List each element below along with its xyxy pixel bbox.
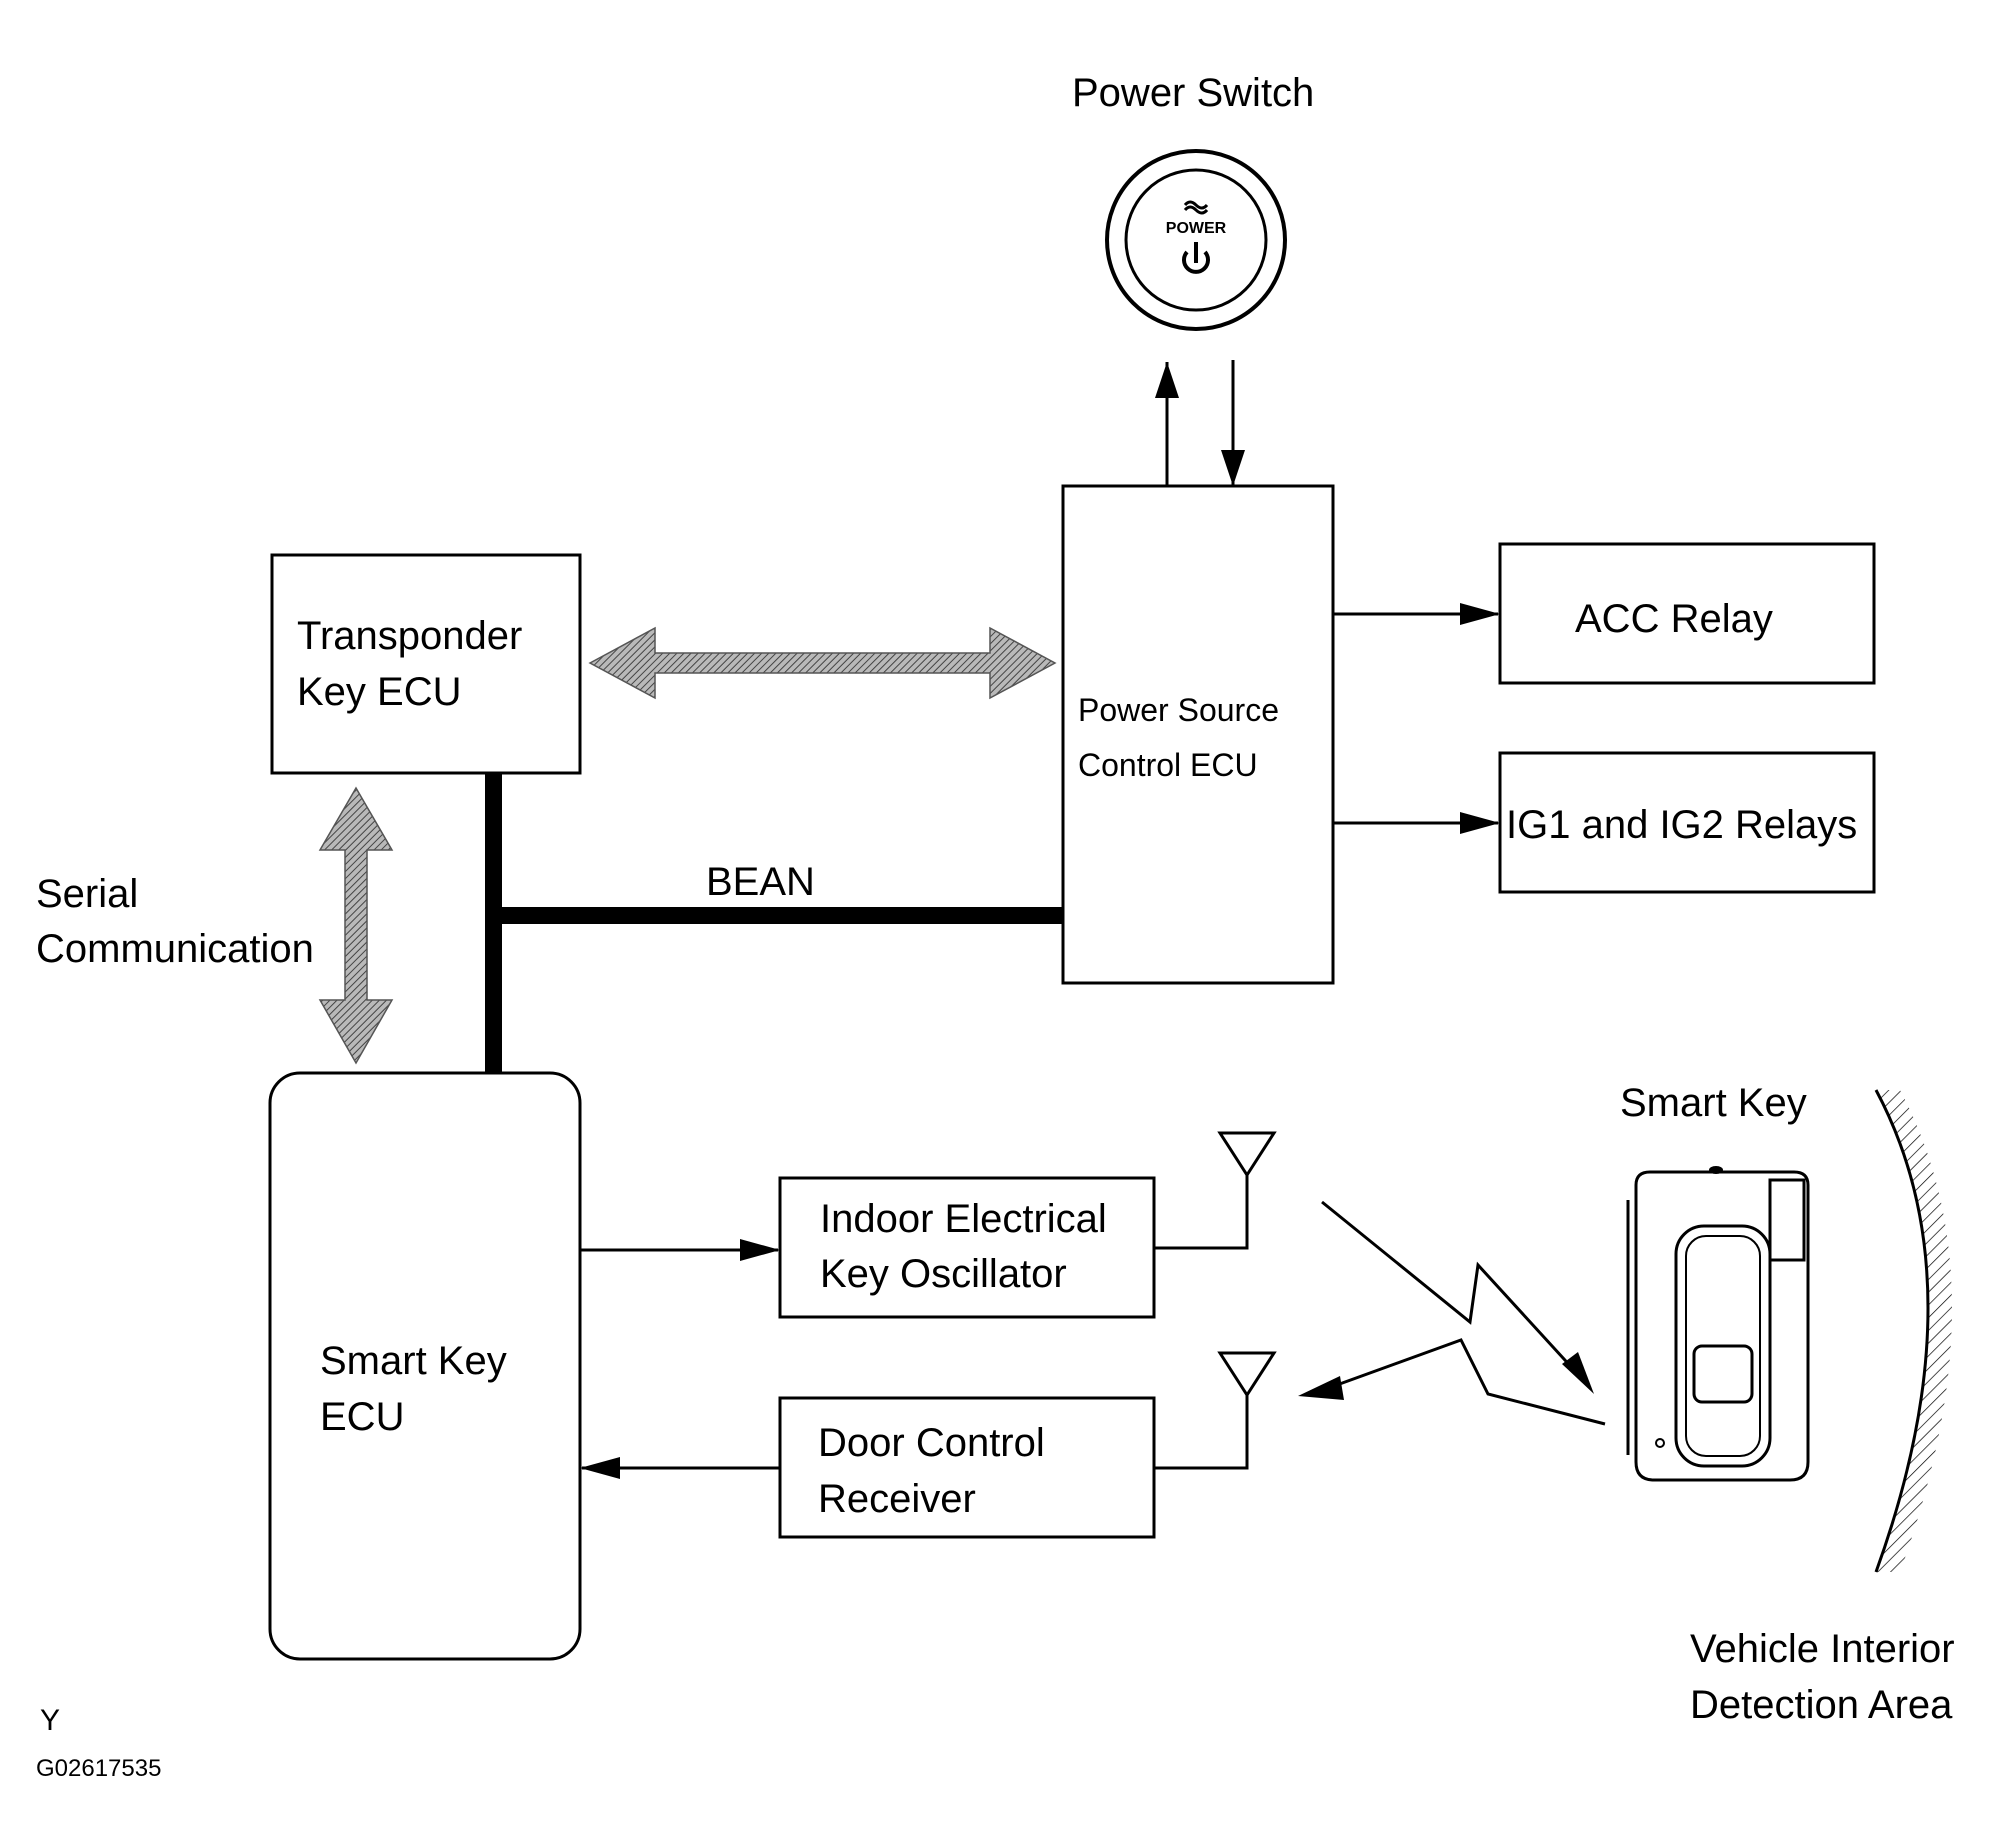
key-fob-icon — [1626, 1166, 1810, 1482]
smart-key-ecu-label-2: ECU — [320, 1395, 404, 1439]
antenna-icon — [1154, 1131, 1277, 1250]
smart-key-ecu-label-1: Smart Key — [320, 1339, 507, 1383]
bean-label: BEAN — [706, 860, 815, 904]
lightning-bolt-icon — [1298, 1338, 1606, 1426]
lightning-bolt-icon — [1321, 1200, 1594, 1394]
serial-communication-label-2: Communication — [36, 927, 314, 971]
acc-relay-box — [1498, 542, 1876, 685]
smart-key-label: Smart Key — [1620, 1081, 1807, 1125]
power-symbol-icon — [1182, 200, 1210, 274]
power-switch-button — [1105, 149, 1287, 331]
door-control-receiver-label-2: Receiver — [818, 1477, 976, 1521]
indoor-oscillator-box — [778, 1176, 1156, 1319]
transponder-key-ecu-box — [270, 553, 582, 775]
transponder-key-ecu-label-1: Transponder — [297, 614, 522, 658]
corner-letter: Y — [40, 1704, 60, 1737]
door-control-receiver-label-1: Door Control — [818, 1421, 1045, 1465]
power-switch-label: Power Switch — [1072, 71, 1314, 115]
transponder-key-ecu-label-2: Key ECU — [297, 670, 462, 714]
smart-key-ecu-box — [268, 1071, 582, 1661]
power-source-ecu-label-2: Control ECU — [1078, 747, 1258, 783]
serial-communication-label-1: Serial — [36, 872, 138, 916]
detection-area-label-2: Detection Area — [1690, 1683, 1953, 1727]
detection-area-label-1: Vehicle Interior — [1690, 1627, 1955, 1671]
power-button-text: POWER — [1166, 220, 1227, 237]
power-source-control-ecu-box — [1061, 484, 1335, 985]
figure-id: G02617535 — [36, 1755, 161, 1782]
power-source-ecu-label-1: Power Source — [1078, 692, 1279, 728]
detection-area-boundary — [1874, 1089, 1952, 1573]
antenna-icon — [1154, 1351, 1277, 1470]
indoor-oscillator-label-2: Key Oscillator — [820, 1252, 1067, 1296]
acc-relay-label: ACC Relay — [1575, 597, 1773, 641]
transponder-power-ecu-double-arrow — [588, 626, 1057, 700]
door-control-receiver-box — [778, 1396, 1156, 1539]
ig-relays-label: IG1 and IG2 Relays — [1506, 803, 1857, 847]
ig-relays-box — [1498, 751, 1876, 894]
bean-bus — [485, 773, 1063, 1073]
indoor-oscillator-label-1: Indoor Electrical — [820, 1197, 1107, 1241]
serial-communication-double-arrow — [318, 786, 394, 1065]
